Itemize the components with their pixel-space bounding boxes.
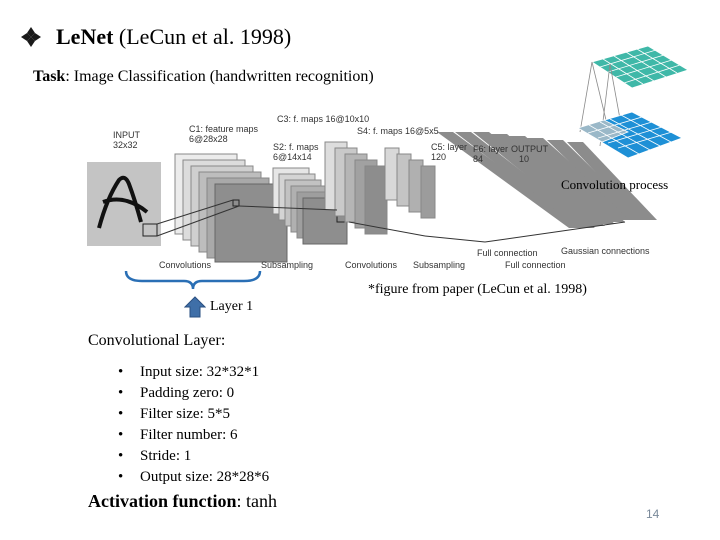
input-image (87, 162, 161, 246)
bullet-dot: • (118, 469, 124, 485)
bullet-dot: • (118, 406, 124, 422)
list-item: • Stride: 1 (118, 446, 269, 467)
activation-value: : tanh (236, 491, 278, 511)
task-text: : Image Classification (handwritten reco… (65, 68, 374, 85)
bullet-dot: • (118, 385, 124, 401)
label-bottom-3: Subsampling (413, 260, 465, 270)
bullet-text: Output size: 28*28*6 (140, 469, 270, 485)
label-bottom-5: Full connection (505, 260, 566, 270)
bullet-text: Filter number: 6 (140, 427, 238, 443)
bullet-dot: • (118, 448, 124, 464)
bullet-text: Filter size: 5*5 (140, 406, 230, 422)
layer-1-label: Layer 1 (184, 296, 253, 318)
bullet-text: Stride: 1 (140, 448, 192, 464)
list-item: • Padding zero: 0 (118, 383, 269, 404)
list-item: • Output size: 28*28*6 (118, 467, 269, 488)
title-row: LeNet (LeCun et al. 1998) (20, 24, 291, 50)
title-rest: (LeCun et al. 1998) (118, 24, 292, 49)
label-input-size: 32x32 (113, 140, 138, 150)
list-item: • Input size: 32*32*1 (118, 362, 269, 383)
page-number: 14 (646, 507, 660, 521)
connection-lines (156, 199, 626, 243)
full-connection-stripes (437, 132, 657, 228)
title-bold: LeNet (56, 24, 114, 49)
convolution-caption: Convolution process (561, 177, 669, 192)
diamond-bullet-icon (21, 27, 41, 47)
label-c5-size: 120 (431, 152, 446, 162)
label-input: INPUT (113, 130, 141, 140)
list-item: • Filter number: 6 (118, 425, 269, 446)
layer-label-text: Layer 1 (210, 299, 254, 314)
task-label: Task (33, 68, 66, 85)
bullet-text: Padding zero: 0 (140, 385, 235, 401)
label-c1-size: 6@28x28 (189, 134, 228, 144)
up-arrow-icon (184, 296, 206, 318)
s4-feature-maps (384, 147, 436, 219)
bullet-dot: • (118, 427, 124, 443)
handwritten-a (97, 175, 149, 229)
c1-feature-maps (174, 153, 288, 263)
label-c3: C3: f. maps 16@10x10 (277, 114, 369, 124)
lenet-architecture-figure: INPUT 32x32 C1: feature maps 6@28x28 C3:… (87, 114, 657, 270)
list-item: • Filter size: 5*5 (118, 404, 269, 425)
activation-line: Activation function: tanh (88, 491, 277, 512)
figure-credit: *figure from paper (LeCun et al. 1998) (368, 282, 587, 297)
label-f6: F6: layer (473, 144, 508, 154)
bullet-dot: • (118, 364, 124, 380)
label-bottom-2: Convolutions (345, 260, 398, 270)
convolution-process-figure (577, 45, 689, 159)
label-bottom-0: Convolutions (159, 260, 212, 270)
label-bottom-4: Full connection (477, 248, 538, 258)
label-c5: C5: layer (431, 142, 467, 152)
label-output-size: 10 (519, 154, 529, 164)
task-line: Task: Image Classification (handwritten … (33, 68, 374, 86)
label-output: OUTPUT (511, 144, 549, 154)
label-s2: S2: f. maps (273, 142, 319, 152)
s2-feature-maps (272, 167, 348, 245)
slide-title: LeNet (LeCun et al. 1998) (56, 24, 291, 50)
layer-brace-icon (124, 270, 262, 290)
conv-layer-details: • Input size: 32*32*1 • Padding zero: 0 • F… (118, 362, 269, 488)
label-f6-size: 84 (473, 154, 483, 164)
bullet-text: Input size: 32*32*1 (140, 364, 260, 380)
conv-layer-heading: Convolutional Layer: (88, 332, 226, 349)
label-c1: C1: feature maps (189, 124, 259, 134)
label-bottom-1: Subsampling (261, 260, 313, 270)
label-bottom-6: Gaussian connections (561, 246, 650, 256)
c3-feature-maps (324, 141, 388, 235)
activation-label: Activation function (88, 491, 237, 511)
label-s2-size: 6@14x14 (273, 152, 312, 162)
label-s4: S4: f. maps 16@5x5 (357, 126, 439, 136)
